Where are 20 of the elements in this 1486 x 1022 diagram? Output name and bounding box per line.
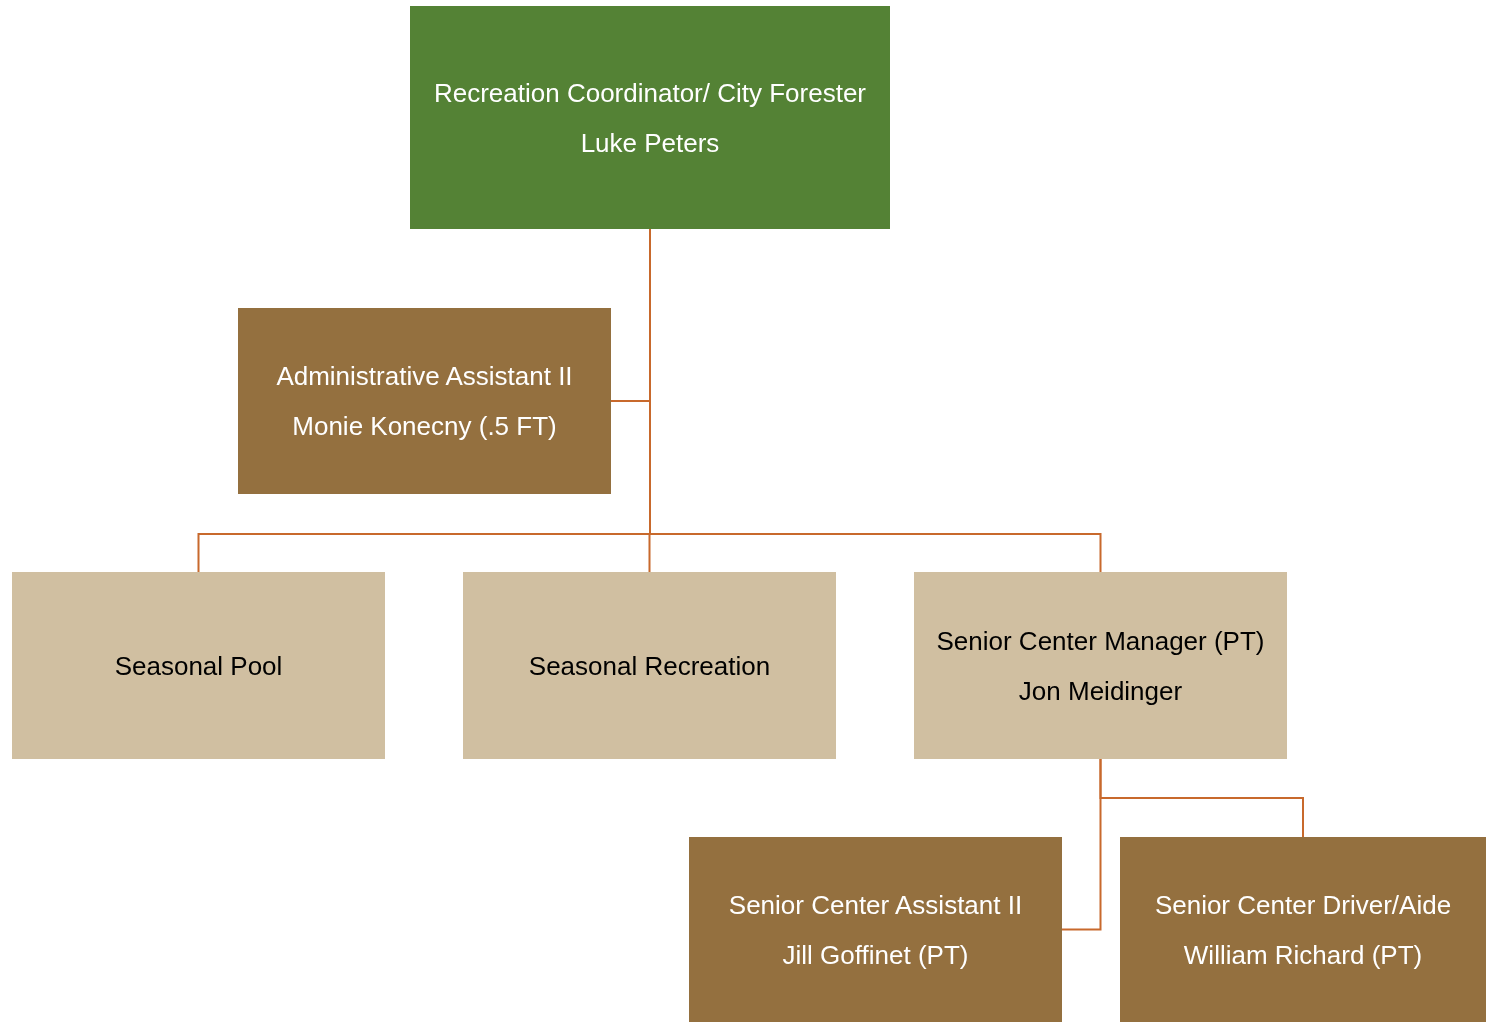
org-box bbox=[1120, 837, 1486, 1022]
org-box bbox=[463, 572, 836, 759]
org-box bbox=[238, 308, 611, 494]
person-name: Jill Goffinet (PT) bbox=[782, 938, 969, 972]
person-name: William Richard (PT) bbox=[1183, 938, 1423, 972]
job-title: Senior Center Assistant II bbox=[728, 888, 1023, 922]
job-title: Senior Center Manager (PT) bbox=[936, 624, 1265, 658]
org-box bbox=[689, 837, 1062, 1022]
person-name: Jon Meidinger bbox=[1018, 674, 1183, 708]
job-title: Seasonal Pool bbox=[114, 649, 283, 683]
person-name: Luke Peters bbox=[580, 126, 720, 160]
job-title: Recreation Coordinator/ City Forester bbox=[433, 76, 867, 110]
org-box bbox=[410, 6, 890, 229]
person-name: Monie Konecny (.5 FT) bbox=[292, 410, 557, 443]
job-title: Senior Center Driver/Aide bbox=[1154, 888, 1452, 922]
job-title: Administrative Assistant II bbox=[276, 360, 573, 393]
org-box bbox=[914, 572, 1287, 759]
connector-line bbox=[1099, 758, 1304, 838]
job-title: Seasonal Recreation bbox=[528, 649, 771, 683]
org-box bbox=[12, 572, 385, 759]
